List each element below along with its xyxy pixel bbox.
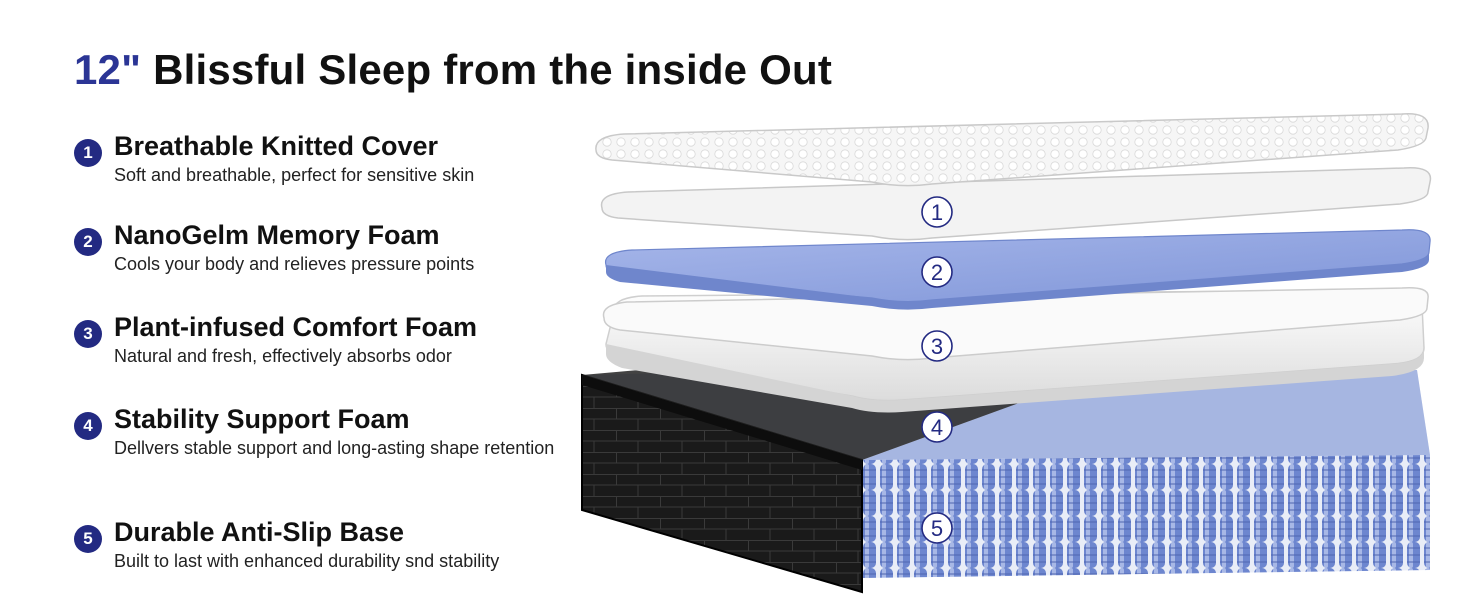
feature-description: Cools your body and relieves pressure po… — [114, 254, 475, 274]
layer-badge-2: 2 — [921, 256, 953, 288]
feature-description: Natural and fresh, effectively absorbs o… — [114, 346, 452, 366]
layer-badge-label: 5 — [931, 516, 943, 541]
mattress-layers-illustration: 1 2 3 4 5 — [581, 113, 1432, 594]
number-badge-icon: 3 — [74, 320, 102, 348]
comfort-foam-layer — [602, 286, 1429, 361]
feature-title: Breathable Knitted Cover — [114, 131, 439, 161]
knitted-cover-layer — [595, 113, 1429, 187]
layer-badge-label: 4 — [931, 415, 943, 440]
layer-badge-1: 1 — [921, 196, 953, 228]
number-badge-icon: 1 — [74, 139, 102, 167]
feature-title: Stability Support Foam — [114, 404, 410, 434]
layer-badge-label: 1 — [931, 200, 943, 225]
layer-badge-4: 4 — [921, 411, 953, 443]
number-badge-icon: 5 — [74, 525, 102, 553]
number-badge-icon: 2 — [74, 228, 102, 256]
layer-badge-label: 2 — [931, 260, 943, 285]
feature-title: NanoGelm Memory Foam — [114, 220, 440, 250]
headline-size: 12" — [74, 46, 142, 93]
feature-description: Soft and breathable, perfect for sensiti… — [114, 165, 475, 185]
feature-list: 1 Breathable Knitted Cover Soft and brea… — [74, 0, 594, 600]
feature-description: Dellvers stable support and long-asting … — [114, 438, 555, 458]
memory-foam-layer — [604, 229, 1431, 310]
number-badge-icon: 4 — [74, 412, 102, 440]
layer-badge-3: 3 — [921, 330, 953, 362]
feature-title: Durable Anti-Slip Base — [114, 517, 405, 547]
headline: 12" Blissful Sleep from the inside Out — [74, 46, 832, 94]
layer-badge-label: 3 — [931, 334, 943, 359]
layer-badge-5: 5 — [921, 512, 953, 544]
cover-bottom-sheet — [600, 167, 1432, 241]
feature-description: Built to last with enhanced durability s… — [114, 551, 500, 571]
headline-text: Blissful Sleep from the inside Out — [153, 46, 833, 93]
feature-title: Plant-infused Comfort Foam — [114, 312, 477, 342]
